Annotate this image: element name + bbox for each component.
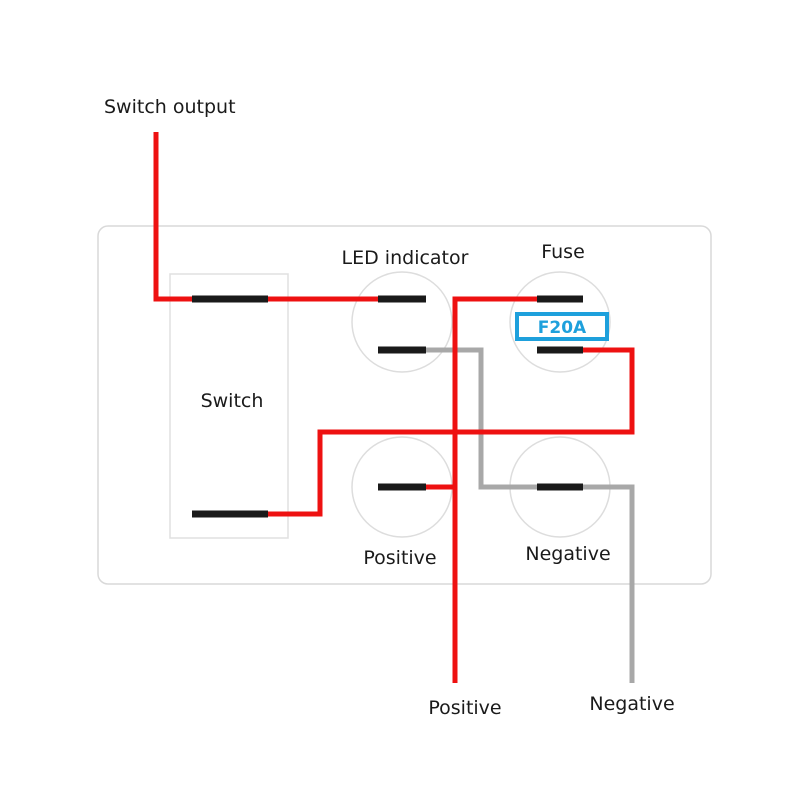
led-indicator-housing: [351, 271, 453, 373]
ground-wire-negative-lead: [583, 484, 635, 683]
switch-output-label: Switch output: [104, 96, 236, 118]
fuse-to-switch-wire: [268, 347, 635, 517]
switch-body: [169, 273, 289, 539]
led-indicator-label: LED indicator: [342, 247, 469, 269]
switch-output-wire: [153, 132, 192, 302]
positive-lead-wire: [452, 296, 537, 683]
fuse-housing: [509, 271, 611, 373]
switch-label: Switch: [201, 390, 264, 412]
ground-wire-led: [426, 347, 537, 490]
negative-lead-label: Negative: [589, 693, 674, 715]
negative-terminal-label: Negative: [525, 543, 610, 565]
positive-lead-label: Positive: [428, 697, 501, 719]
panel-outline: [97, 225, 712, 585]
fuse-label: Fuse: [541, 241, 585, 263]
fuse-rating-text: F20A: [538, 318, 587, 338]
fuse-rating-badge: [515, 312, 609, 341]
positive-terminal-label: Positive: [363, 547, 436, 569]
